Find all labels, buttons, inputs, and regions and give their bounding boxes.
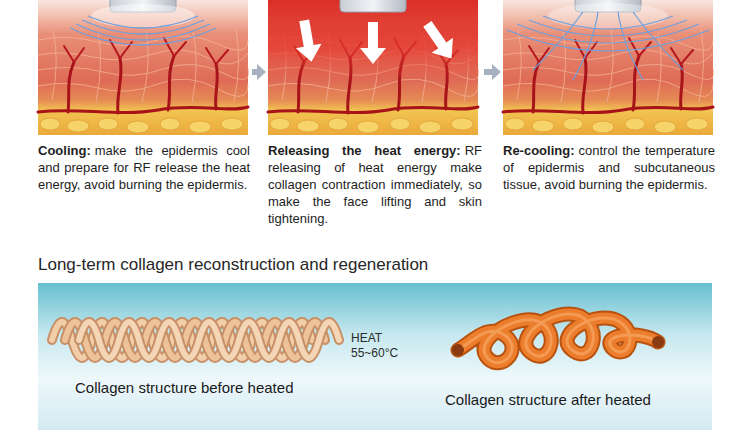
collagen-state: Collagen structure before heated xyxy=(75,379,293,397)
step-heading: Cooling: xyxy=(38,143,91,158)
collagen-state: Collagen structure after heated xyxy=(445,391,651,409)
step-heading: Re-cooling: xyxy=(503,143,575,158)
caption-text: Cooling:make the epidermis cool and prep… xyxy=(38,142,250,193)
caption-text: Re-cooling:control the temperature of ep… xyxy=(503,142,715,193)
collagen-helix xyxy=(52,322,339,358)
heating-skin xyxy=(268,0,479,135)
step-panel: Cooling:make the epidermis cool and prep… xyxy=(38,0,250,193)
step-panel: Releasing the heat energy:RF releasing o… xyxy=(268,0,482,227)
step-panel: Re-cooling:control the temperature of ep… xyxy=(503,0,715,193)
flow-arrow xyxy=(252,64,266,80)
collagen-band-ground xyxy=(38,283,712,430)
state-caption: Collagen structure after heated xyxy=(445,391,651,409)
cooling-skin xyxy=(38,0,249,135)
state-caption: Collagen structure before heated xyxy=(75,379,293,397)
step-heading: Releasing the heat energy: xyxy=(268,143,461,158)
flow-arrow xyxy=(484,64,501,80)
heat-label: HEAT 55~60°C xyxy=(351,331,403,361)
recooling-skin xyxy=(503,0,714,135)
caption-text: Releasing the heat energy:RF releasing o… xyxy=(268,142,482,227)
section-heading: Long-term collagen reconstruction and re… xyxy=(38,255,428,275)
collagen-tangle xyxy=(452,314,664,363)
